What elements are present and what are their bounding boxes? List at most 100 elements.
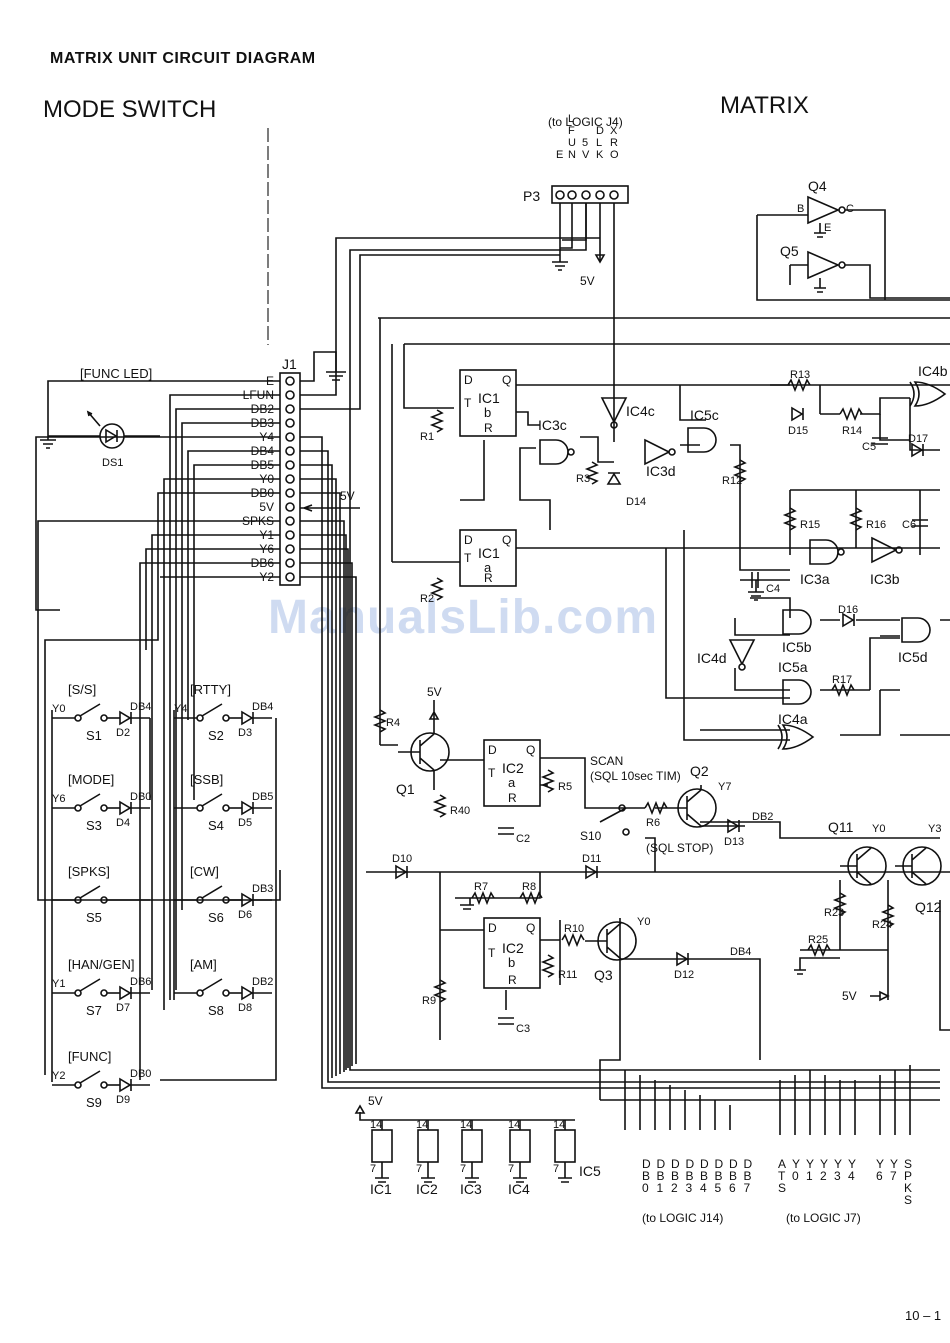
scan-switch: SCAN (SQL 10sec TIM) S10 (SQL STOP) [580,754,713,855]
net-label-db2: DB2 [752,811,773,823]
resistor-label: R40 [450,805,470,817]
section-title-mode-switch: MODE SWITCH [43,96,217,123]
resistor-shape [432,794,448,818]
resistor-shape [540,769,556,793]
switch-diode [119,800,150,816]
resistor-shape [807,942,831,958]
resistor-shape [644,800,668,816]
resistor-label: R16 [866,519,886,531]
flipflop-pin-r: R [508,973,517,987]
switch-diode-ref: D8 [238,1002,252,1014]
flipflop-pin-t: T [464,551,472,565]
resistor-shape [832,892,848,916]
flipflop-pin-q: Q [502,373,511,387]
diode-label: D15 [788,425,808,437]
switch-lever [52,703,101,719]
net-label-q1-5v: 5V [427,685,442,699]
j1-pin [285,432,295,442]
j1-pin [285,404,295,414]
ic-vcc-pin: 14 [553,1119,565,1131]
j1-pin [285,418,295,428]
logic-gate-label: IC5c [690,407,719,423]
switch-ref: S4 [208,818,224,833]
transistor-label: Q5 [780,243,799,259]
transistor-label: Q2 [690,763,709,779]
ic-package-body [509,1129,531,1163]
resistor-shapes [372,377,896,1003]
net-label-y0: Y0 [637,916,650,928]
ic-package-ref: IC2 [416,1181,438,1197]
flipflop-sub: b [484,405,491,420]
net-label-y3: Y3 [928,823,941,835]
flipflop-pin-q: Q [526,921,535,935]
j1-pin [285,544,295,554]
resistor-label: R24 [872,919,892,931]
switch-lever [52,793,101,809]
switch-contact [222,804,230,812]
page-number: 10 – 1 [905,1308,942,1323]
switch-label: [SSB] [190,772,223,787]
gate-bubble [668,448,676,456]
j1-pin [285,516,295,526]
ic-package-body [371,1129,393,1163]
switch-lever [174,703,223,719]
j1-pin [285,558,295,568]
j14-note: (to LOGIC J14) [642,1211,723,1225]
diode-label: D13 [724,836,744,848]
j1-pin [285,376,295,386]
diode-label: D16 [838,604,858,616]
flipflop-pin-d: D [464,373,473,387]
resistor-shape [848,507,864,531]
switch-db-line: DB4 [130,701,151,713]
diode-shape [842,612,855,628]
flipflop-pin-d: D [488,743,497,757]
watermark-text: ManualsLib.com [268,591,659,644]
ic-gnd-pin: 7 [460,1163,466,1175]
resistor-label: R25 [808,934,828,946]
resistor-shape [519,890,543,906]
svg-text:B: B [797,203,804,215]
diode-shape [606,472,622,485]
p3-pin [581,190,591,200]
logic-gate-label: IC3d [646,463,676,479]
resistor-label: R15 [800,519,820,531]
resistor-shape [732,459,748,483]
j1-pin [285,446,295,456]
transistor-label: Q1 [396,781,415,797]
switch-diode-ref: D3 [238,727,252,739]
switch-ref: S7 [86,1003,102,1018]
ic-package-body [554,1129,576,1163]
capacitor-label: C6 [902,519,916,531]
switch-diode [241,800,272,816]
flipflop-pin-t: T [488,946,496,960]
scan-switch-ref: S10 [580,829,602,843]
ic-gnd-pin: 7 [416,1163,422,1175]
resistor-label: R13 [790,369,810,381]
switch-db-line: DB2 [252,976,273,988]
logic-gate-label: IC5a [778,659,808,675]
resistor-label: R1 [420,431,434,443]
j1-connector: J1 ELFUNDB2DB3Y4DB4DB5Y0DB05VSPKSY1Y6DB6… [242,237,940,1089]
switch-db-line: DB0 [130,1068,151,1080]
resistor-label: R8 [522,881,536,893]
resistor-label: R12 [722,475,742,487]
switch-ref: S8 [208,1003,224,1018]
p3-pins [555,190,619,200]
svg-text:E: E [824,222,831,234]
logic-gate-label: IC3b [870,571,900,587]
capacitor-shape [872,437,888,445]
switch-y-line: Y4 [174,703,187,715]
